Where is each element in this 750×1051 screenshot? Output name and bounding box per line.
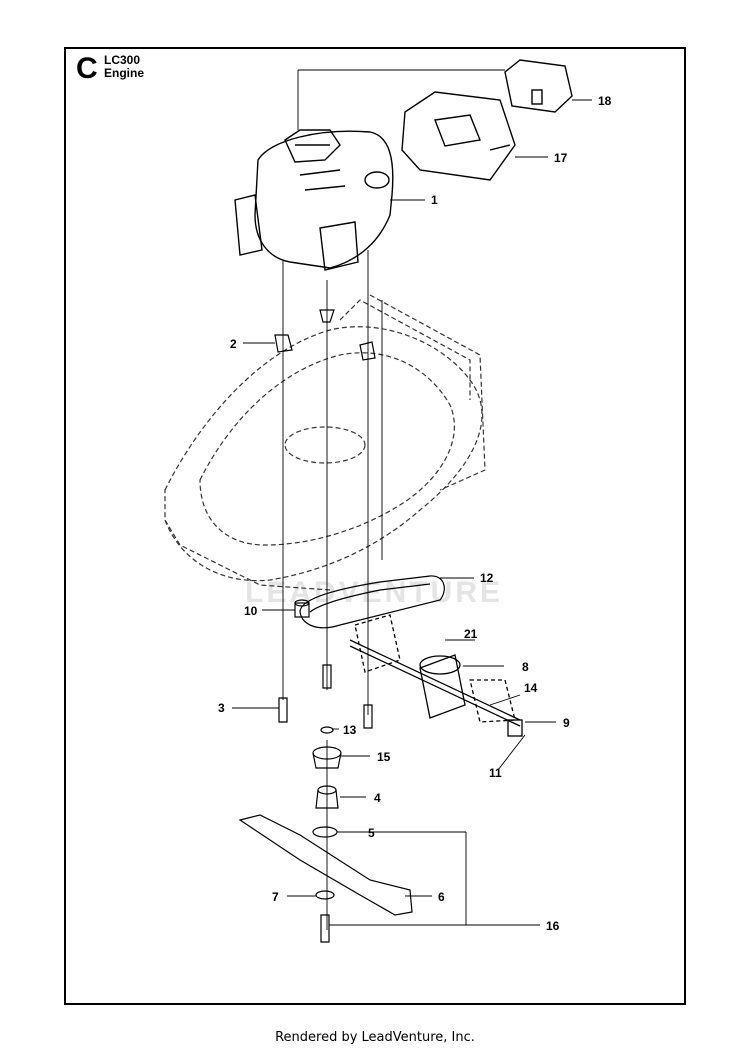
callout-12: 12 [480, 571, 494, 585]
callout-9: 9 [563, 716, 570, 730]
bolt-part-3 [278, 697, 288, 723]
washer-13 [320, 726, 334, 734]
drive-belt [299, 575, 445, 629]
callout-3: 3 [218, 701, 225, 715]
callout-7: 7 [272, 890, 279, 904]
hub-4 [315, 785, 339, 809]
engine [234, 129, 394, 271]
callout-1: 1 [431, 193, 438, 207]
callout-14: 14 [524, 681, 538, 695]
callout-2: 2 [230, 337, 237, 351]
callout-16: 16 [546, 919, 560, 933]
clip-part-2 [274, 334, 293, 353]
bolt-16 [320, 914, 330, 943]
callout-5: 5 [368, 826, 375, 840]
washer-7 [315, 890, 335, 900]
clip-part-2b [359, 341, 376, 361]
callout-4: 4 [374, 791, 381, 805]
callout-15: 15 [377, 750, 391, 764]
washer-5 [312, 826, 338, 838]
bolt-right [363, 704, 373, 729]
callout-11: 11 [489, 766, 502, 780]
callout-6: 6 [438, 890, 445, 904]
callout-17: 17 [554, 151, 568, 165]
watermark: LEADVENTURE [245, 576, 504, 609]
section-title: Engine [104, 66, 145, 80]
assembly-lines [282, 69, 505, 930]
guide-top [319, 309, 335, 323]
battery-charger [401, 91, 516, 181]
pulley-10 [294, 599, 310, 618]
bolt-center [322, 664, 332, 689]
section-letter: C [76, 52, 98, 85]
blade-6 [238, 814, 413, 916]
blade-adapter-15 [312, 746, 342, 769]
callout-13: 13 [343, 723, 357, 737]
diagram-frame [64, 47, 686, 1005]
section-model: LC300 [104, 53, 141, 67]
gearbox-assembly [349, 614, 523, 737]
battery [504, 59, 573, 113]
callout-21: 21 [464, 627, 478, 641]
footer-credit: Rendered by LeadVenture, Inc. [275, 1030, 475, 1045]
callout-10: 10 [244, 604, 258, 618]
leader-lines [232, 99, 592, 926]
callout-18: 18 [598, 94, 612, 108]
mower-deck [164, 294, 486, 591]
callout-8: 8 [522, 660, 529, 674]
